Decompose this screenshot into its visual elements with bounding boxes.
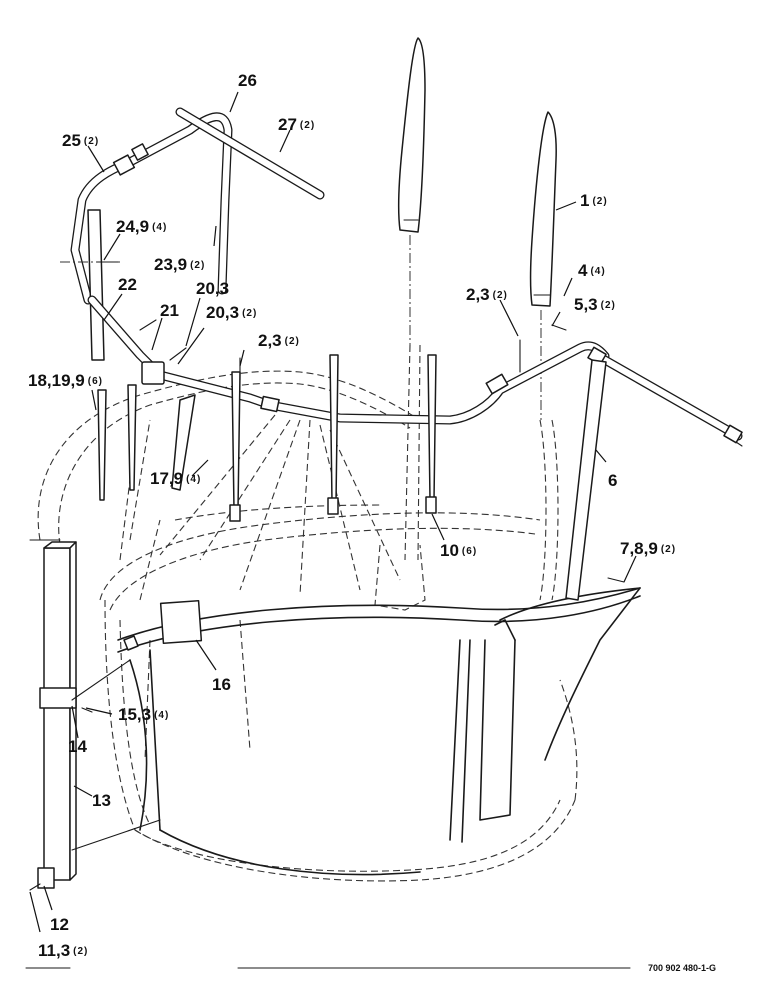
callout-20-3-b: 20,3(2) [206,303,257,322]
callout-21: 21 [160,301,179,320]
housing-hidden-lines [37,344,578,882]
leader-lines [29,91,637,933]
callout-5-3: 5,3(2) [574,295,616,314]
callout-12: 12 [50,915,69,934]
tine-blades [397,37,557,420]
callout-14: 14 [68,737,87,756]
drawing-number: 700 902 480-1-G [648,963,716,973]
callout-16: 16 [212,675,231,694]
callout-23-9: 23,9(2) [154,255,205,274]
callout-25: 25(2) [62,131,99,150]
callout-1: 1(2) [580,191,608,210]
callout-7-8-9: 7,8,9(2) [620,539,676,558]
hanging-straps [97,354,607,601]
callout-27: 27(2) [278,115,315,134]
callout-15-3: 15,3(4) [118,705,169,724]
callout-22: 22 [118,275,137,294]
footer: 700 902 480-1-G [25,963,716,973]
callout-6: 6 [608,471,617,490]
callout-labels: 26 27(2) 25(2) 1(2) 24,9(4) 23,9(2) 4(4)… [28,71,676,960]
callout-13: 13 [92,791,111,810]
callout-2-3-left: 2,3(2) [258,331,300,350]
callout-18-19-9: 18,19,9(6) [28,371,103,390]
top-arch-frame [60,107,325,361]
callout-4: 4(4) [578,261,606,280]
callout-24-9: 24,9(4) [116,217,167,236]
callout-20-3-a: 20,3 [196,279,229,298]
callout-10: 10(6) [440,541,477,560]
callout-2-3-right: 2,3(2) [466,285,508,304]
callout-11-3: 11,3(2) [38,941,88,960]
left-post [29,539,203,889]
callout-17-9: 17,9(4) [150,469,201,488]
main-crossbar [87,295,743,444]
callout-26: 26 [238,71,257,90]
hardware-bolts [29,261,743,891]
